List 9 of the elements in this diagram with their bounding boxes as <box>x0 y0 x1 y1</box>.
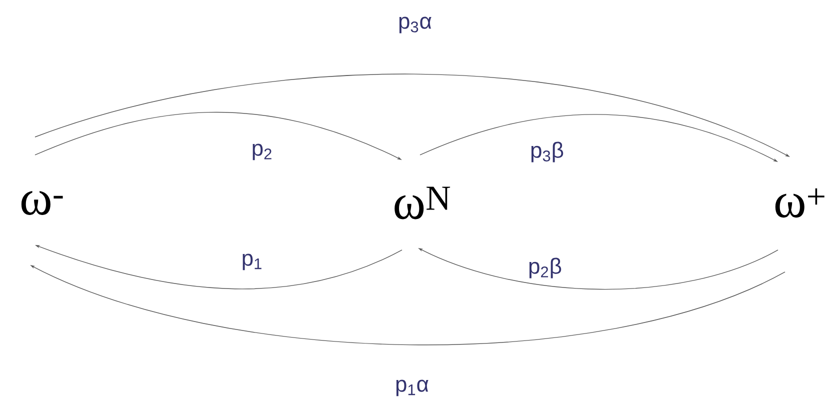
edge-label: p$_{1}$ <box>242 254 262 270</box>
state-label: ω$^{N}$ <box>394 186 450 220</box>
state-label: ω$^{-}$ <box>21 191 63 215</box>
state-label: ω$^{+}$ <box>775 188 824 218</box>
edge-label: p$_{2}$β <box>529 258 562 278</box>
edge-label: p$_{3}$β <box>531 142 564 162</box>
edge-label: p$_{2}$ <box>252 144 272 160</box>
edge-label: p$_{3}$α <box>399 16 432 34</box>
edge-label: p$_{1}$α <box>396 380 428 396</box>
